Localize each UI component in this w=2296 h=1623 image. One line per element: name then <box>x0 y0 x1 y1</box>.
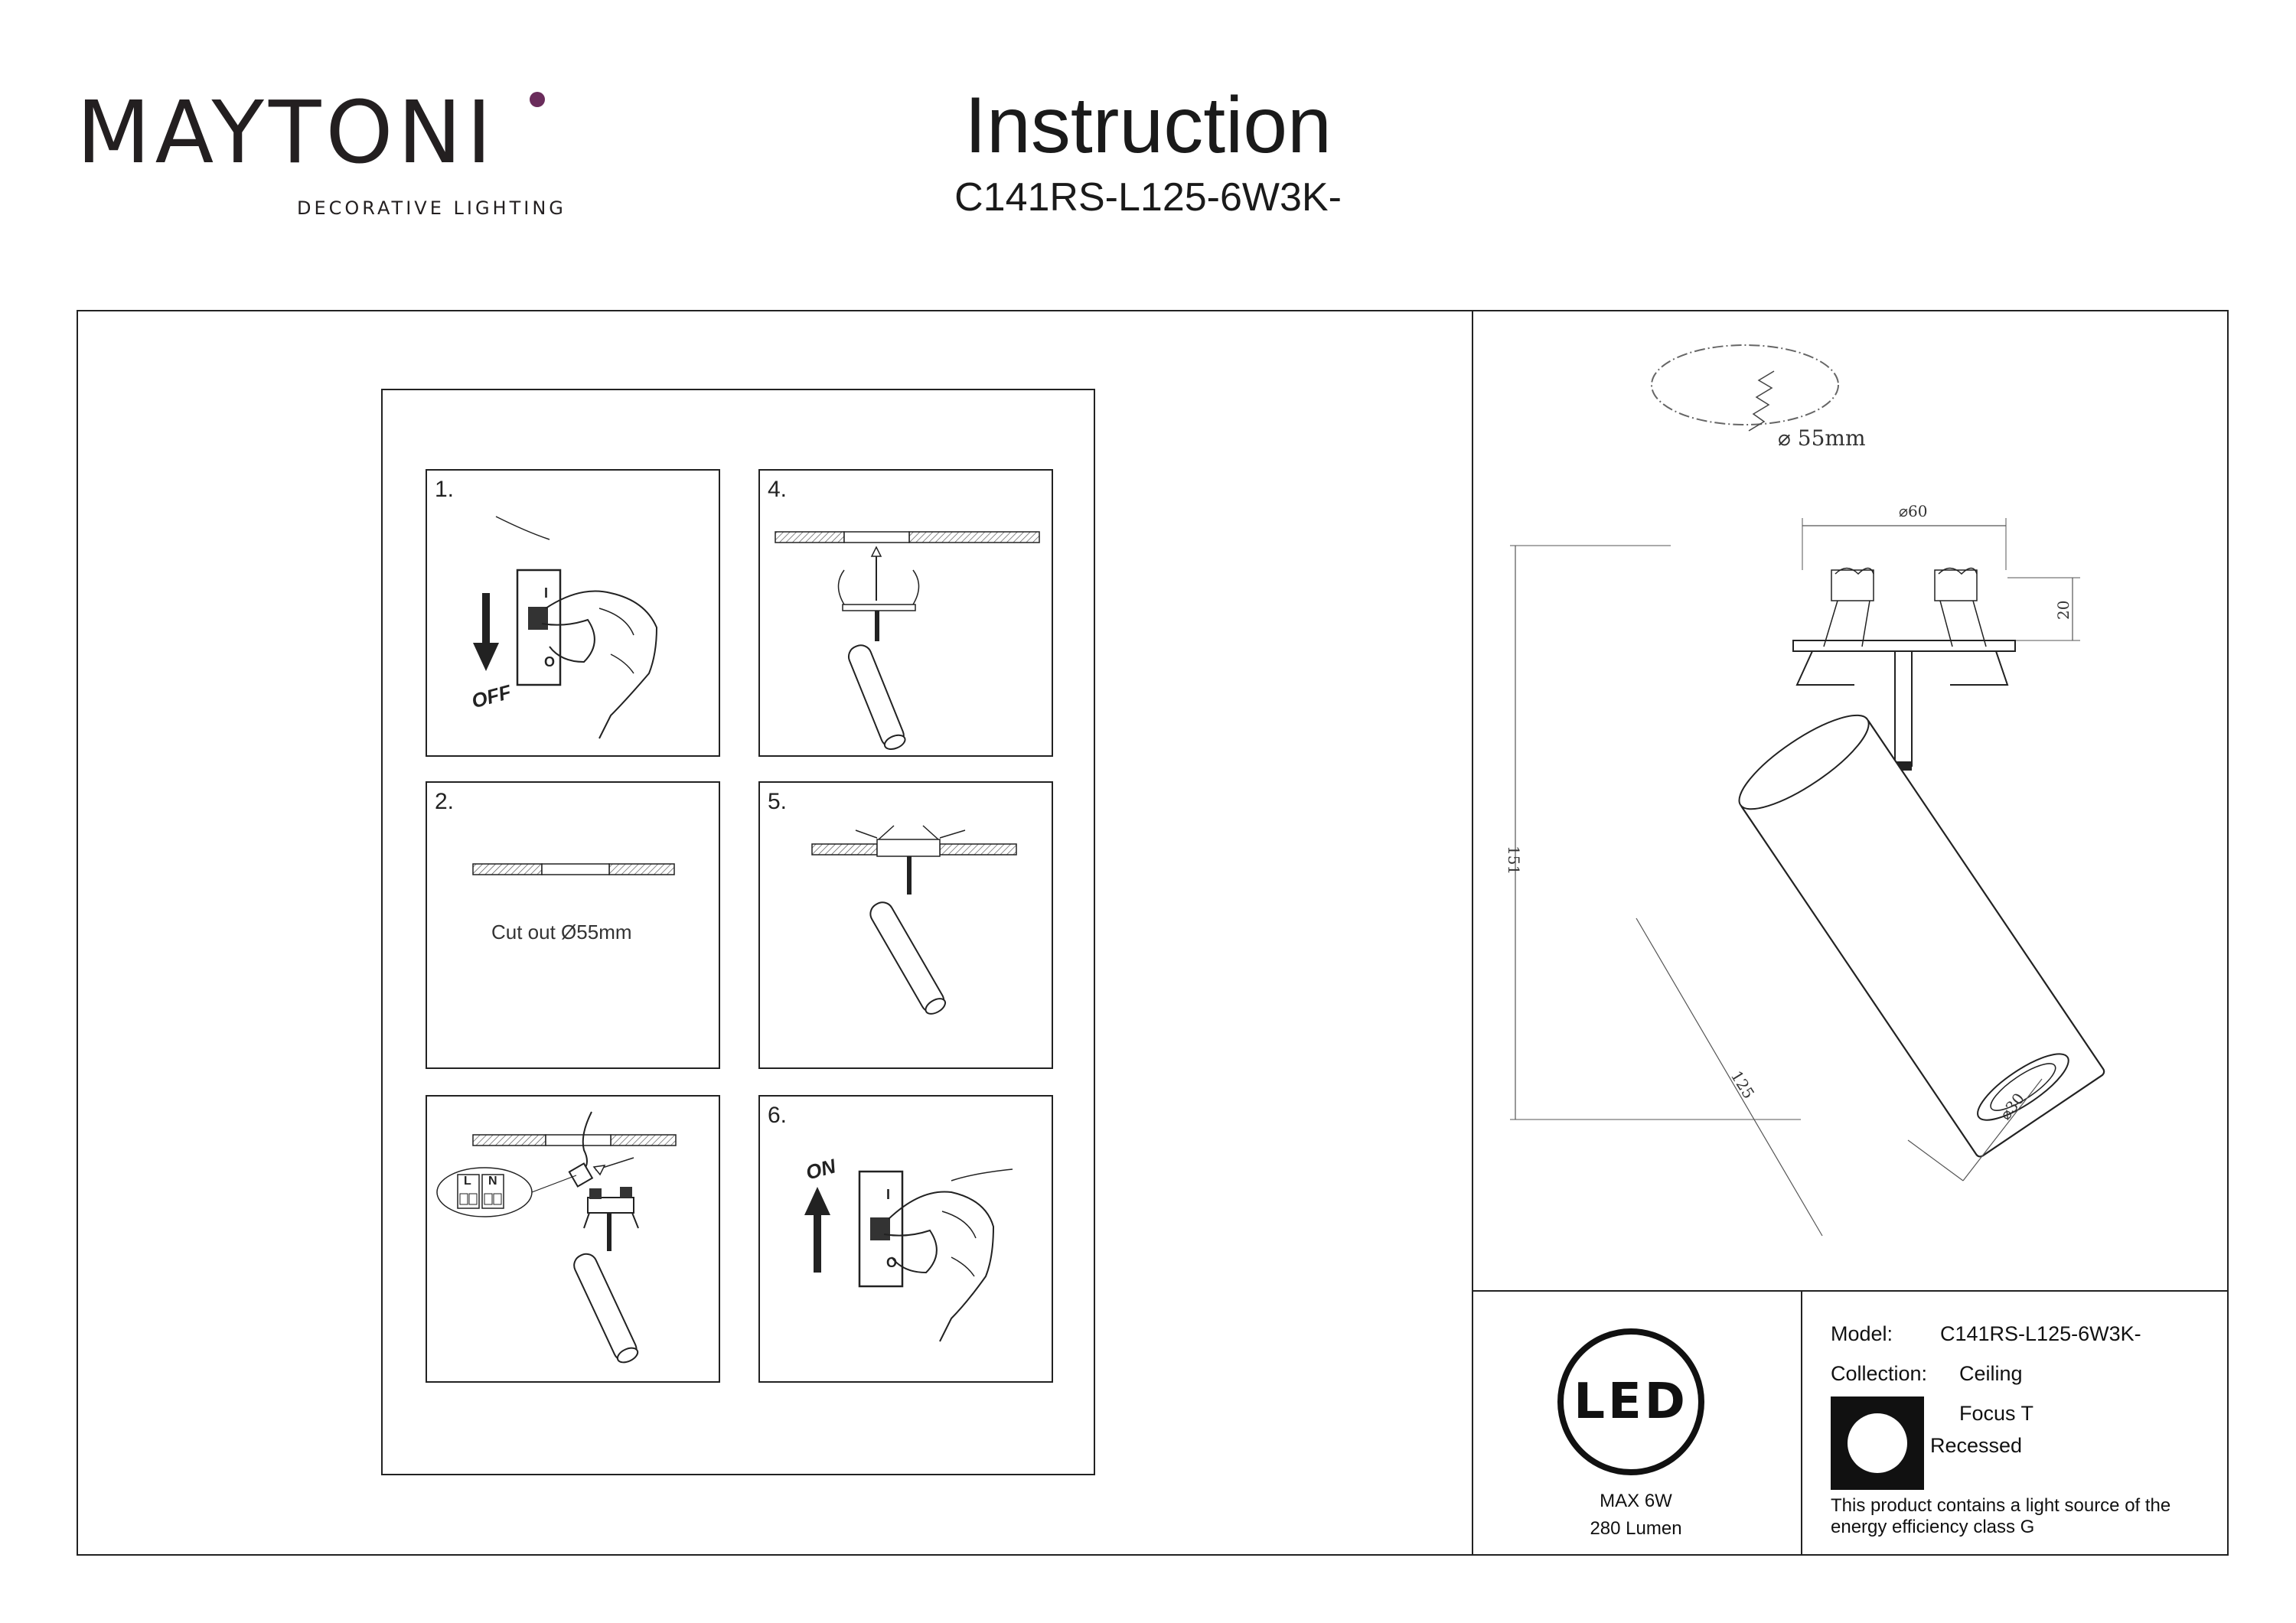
step-2-box: 2. Cut out Ø55mm <box>426 781 720 1069</box>
collection-label: Collection: <box>1831 1362 1928 1385</box>
spec-divider-horizontal <box>1472 1290 2229 1292</box>
step-3-box: L N <box>426 1095 720 1383</box>
dim-total-height-label: 151 <box>1505 846 1523 875</box>
main-frame <box>77 310 2229 1556</box>
led-power: MAX 6W <box>1600 1491 1672 1511</box>
brand-logo-dot-icon <box>530 92 545 107</box>
brand-tagline: DECORATIVE LIGHTING <box>297 197 566 219</box>
step-5-box: 5. <box>758 781 1053 1069</box>
dim-length-label: 125 <box>1727 1067 1759 1102</box>
terminal-label-l: L <box>464 1175 471 1188</box>
wiring-connect-icon <box>436 1111 677 1364</box>
steps-panel <box>381 389 1095 1475</box>
model-value: C141RS-L125-6W3K- <box>1940 1322 2141 1345</box>
cutout-diameter-label: ⌀ 55mm <box>1778 425 1866 451</box>
energy-note-line2: energy efficiency class G <box>1831 1517 2035 1537</box>
model-label: Model: <box>1831 1322 1893 1345</box>
step-number: 2. <box>435 789 455 814</box>
page-title: Instruction <box>964 81 1332 170</box>
step-number: 5. <box>768 789 788 814</box>
technical-drawing: ⌀ 55mm ⌀60 20 151 125 ⌀30 <box>1505 344 2105 1237</box>
recessed-type-icon <box>1831 1396 1924 1490</box>
collection-value: Ceiling <box>1959 1362 2023 1385</box>
switch-mark-on: I <box>886 1187 891 1202</box>
focus-value: Focus T <box>1959 1402 2034 1425</box>
cutout-hole-icon <box>1651 344 1839 425</box>
push-into-ceiling-icon <box>811 825 1017 1015</box>
terminal-label-n: N <box>488 1175 497 1188</box>
switch-mark-off: O <box>544 654 556 670</box>
led-lumen: 280 Lumen <box>1590 1518 1682 1539</box>
step-6-box: 6. I O ON <box>758 1095 1053 1383</box>
step-number: 1. <box>435 477 455 502</box>
switch-mark-off: O <box>886 1255 898 1270</box>
switch-off-icon <box>473 516 658 739</box>
recessed-value: Recessed <box>1930 1434 2023 1457</box>
page-subtitle-model: C141RS-L125-6W3K- <box>954 175 1342 220</box>
step-number: 4. <box>768 477 788 502</box>
switch-on-icon <box>804 1168 1013 1342</box>
switch-mark-on: I <box>544 585 549 601</box>
cutout-caption: Cut out Ø55mm <box>491 921 632 943</box>
dim-height-top-label: 20 <box>2054 601 2073 620</box>
dim-width-label: ⌀60 <box>1899 502 1928 520</box>
spring-clip-install-icon <box>775 531 1040 750</box>
spec-divider-vertical <box>1801 1290 1802 1556</box>
brand-logo: MAYTONI <box>77 83 497 183</box>
ceiling-cutout-icon <box>472 863 675 875</box>
step-4-box: 4. <box>758 469 1053 757</box>
energy-note-line1: This product contains a light source of … <box>1831 1495 2171 1516</box>
led-logo-icon: LED <box>1557 1328 1704 1475</box>
step-number: 6. <box>768 1103 788 1128</box>
led-logo-text: LED <box>1574 1374 1688 1430</box>
step-1-box: 1. I O OFF <box>426 469 720 757</box>
main-divider <box>1472 310 1473 1556</box>
